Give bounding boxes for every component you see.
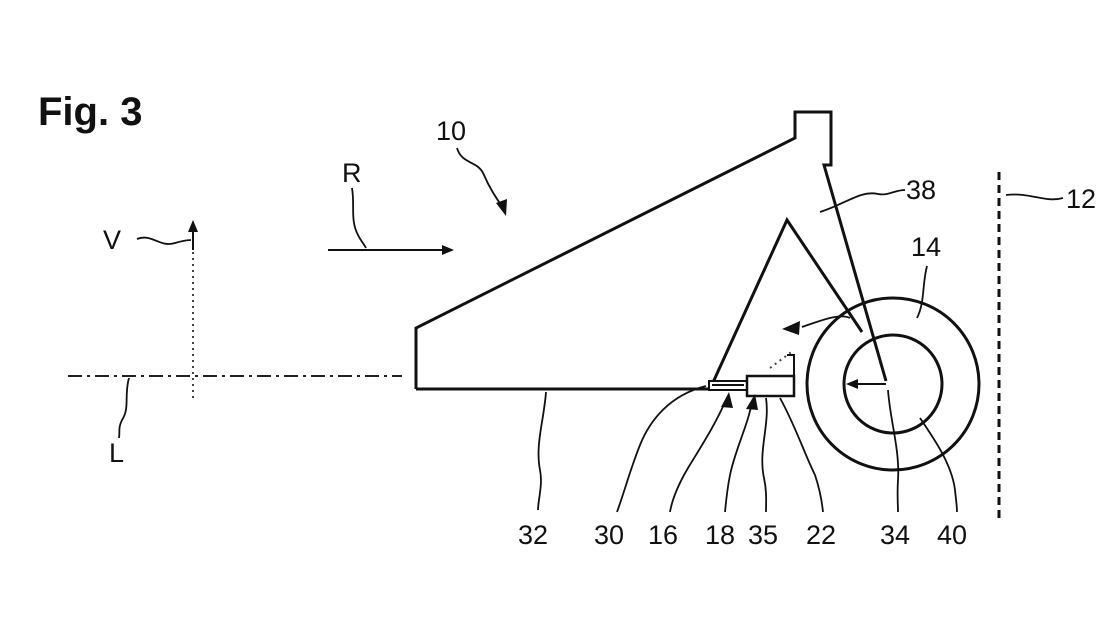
label-35: 35 (748, 520, 778, 550)
label-R: R (342, 158, 362, 188)
label-32: 32 (518, 520, 548, 550)
label-L: L (109, 438, 124, 468)
leader-16 (669, 399, 727, 513)
label-10: 10 (436, 116, 466, 146)
leader-12 (1005, 193, 1064, 201)
curved-arrow-38 (801, 315, 851, 328)
leader-10 (456, 147, 504, 209)
label-18: 18 (705, 520, 735, 550)
curved-arrow-38-head (782, 321, 800, 335)
wheel-40-inner (842, 333, 944, 435)
element-22-slope (769, 349, 795, 369)
leader-30 (616, 385, 707, 513)
label-14: 14 (911, 232, 941, 262)
label-22: 22 (806, 520, 836, 550)
leader-32 (537, 391, 547, 511)
leader-18-head (746, 394, 758, 410)
leader-35 (761, 397, 768, 513)
leader-38 (819, 189, 906, 213)
element-22 (745, 374, 796, 398)
leader-R (351, 187, 367, 249)
wheel-14-outer (805, 296, 981, 472)
label-30: 30 (594, 520, 624, 550)
figure-title: Fig. 3 (38, 90, 142, 134)
body-32-outline (414, 110, 888, 389)
element-22-bracket (787, 354, 795, 376)
leader-14 (916, 265, 928, 319)
leader-34 (887, 389, 900, 513)
leader-40 (919, 417, 958, 513)
label-16: 16 (648, 520, 678, 550)
leader-10-arrowhead (496, 199, 507, 216)
label-40: 40 (937, 520, 967, 550)
label-V: V (103, 225, 121, 255)
leader-16-head (721, 392, 733, 408)
leader-22 (779, 397, 824, 513)
leader-L (118, 377, 130, 439)
leader-18 (724, 401, 753, 513)
label-38: 38 (906, 175, 936, 205)
label-34: 34 (880, 520, 910, 550)
leader-V (136, 236, 192, 245)
label-12: 12 (1066, 184, 1096, 214)
inner-triangle (708, 216, 864, 390)
